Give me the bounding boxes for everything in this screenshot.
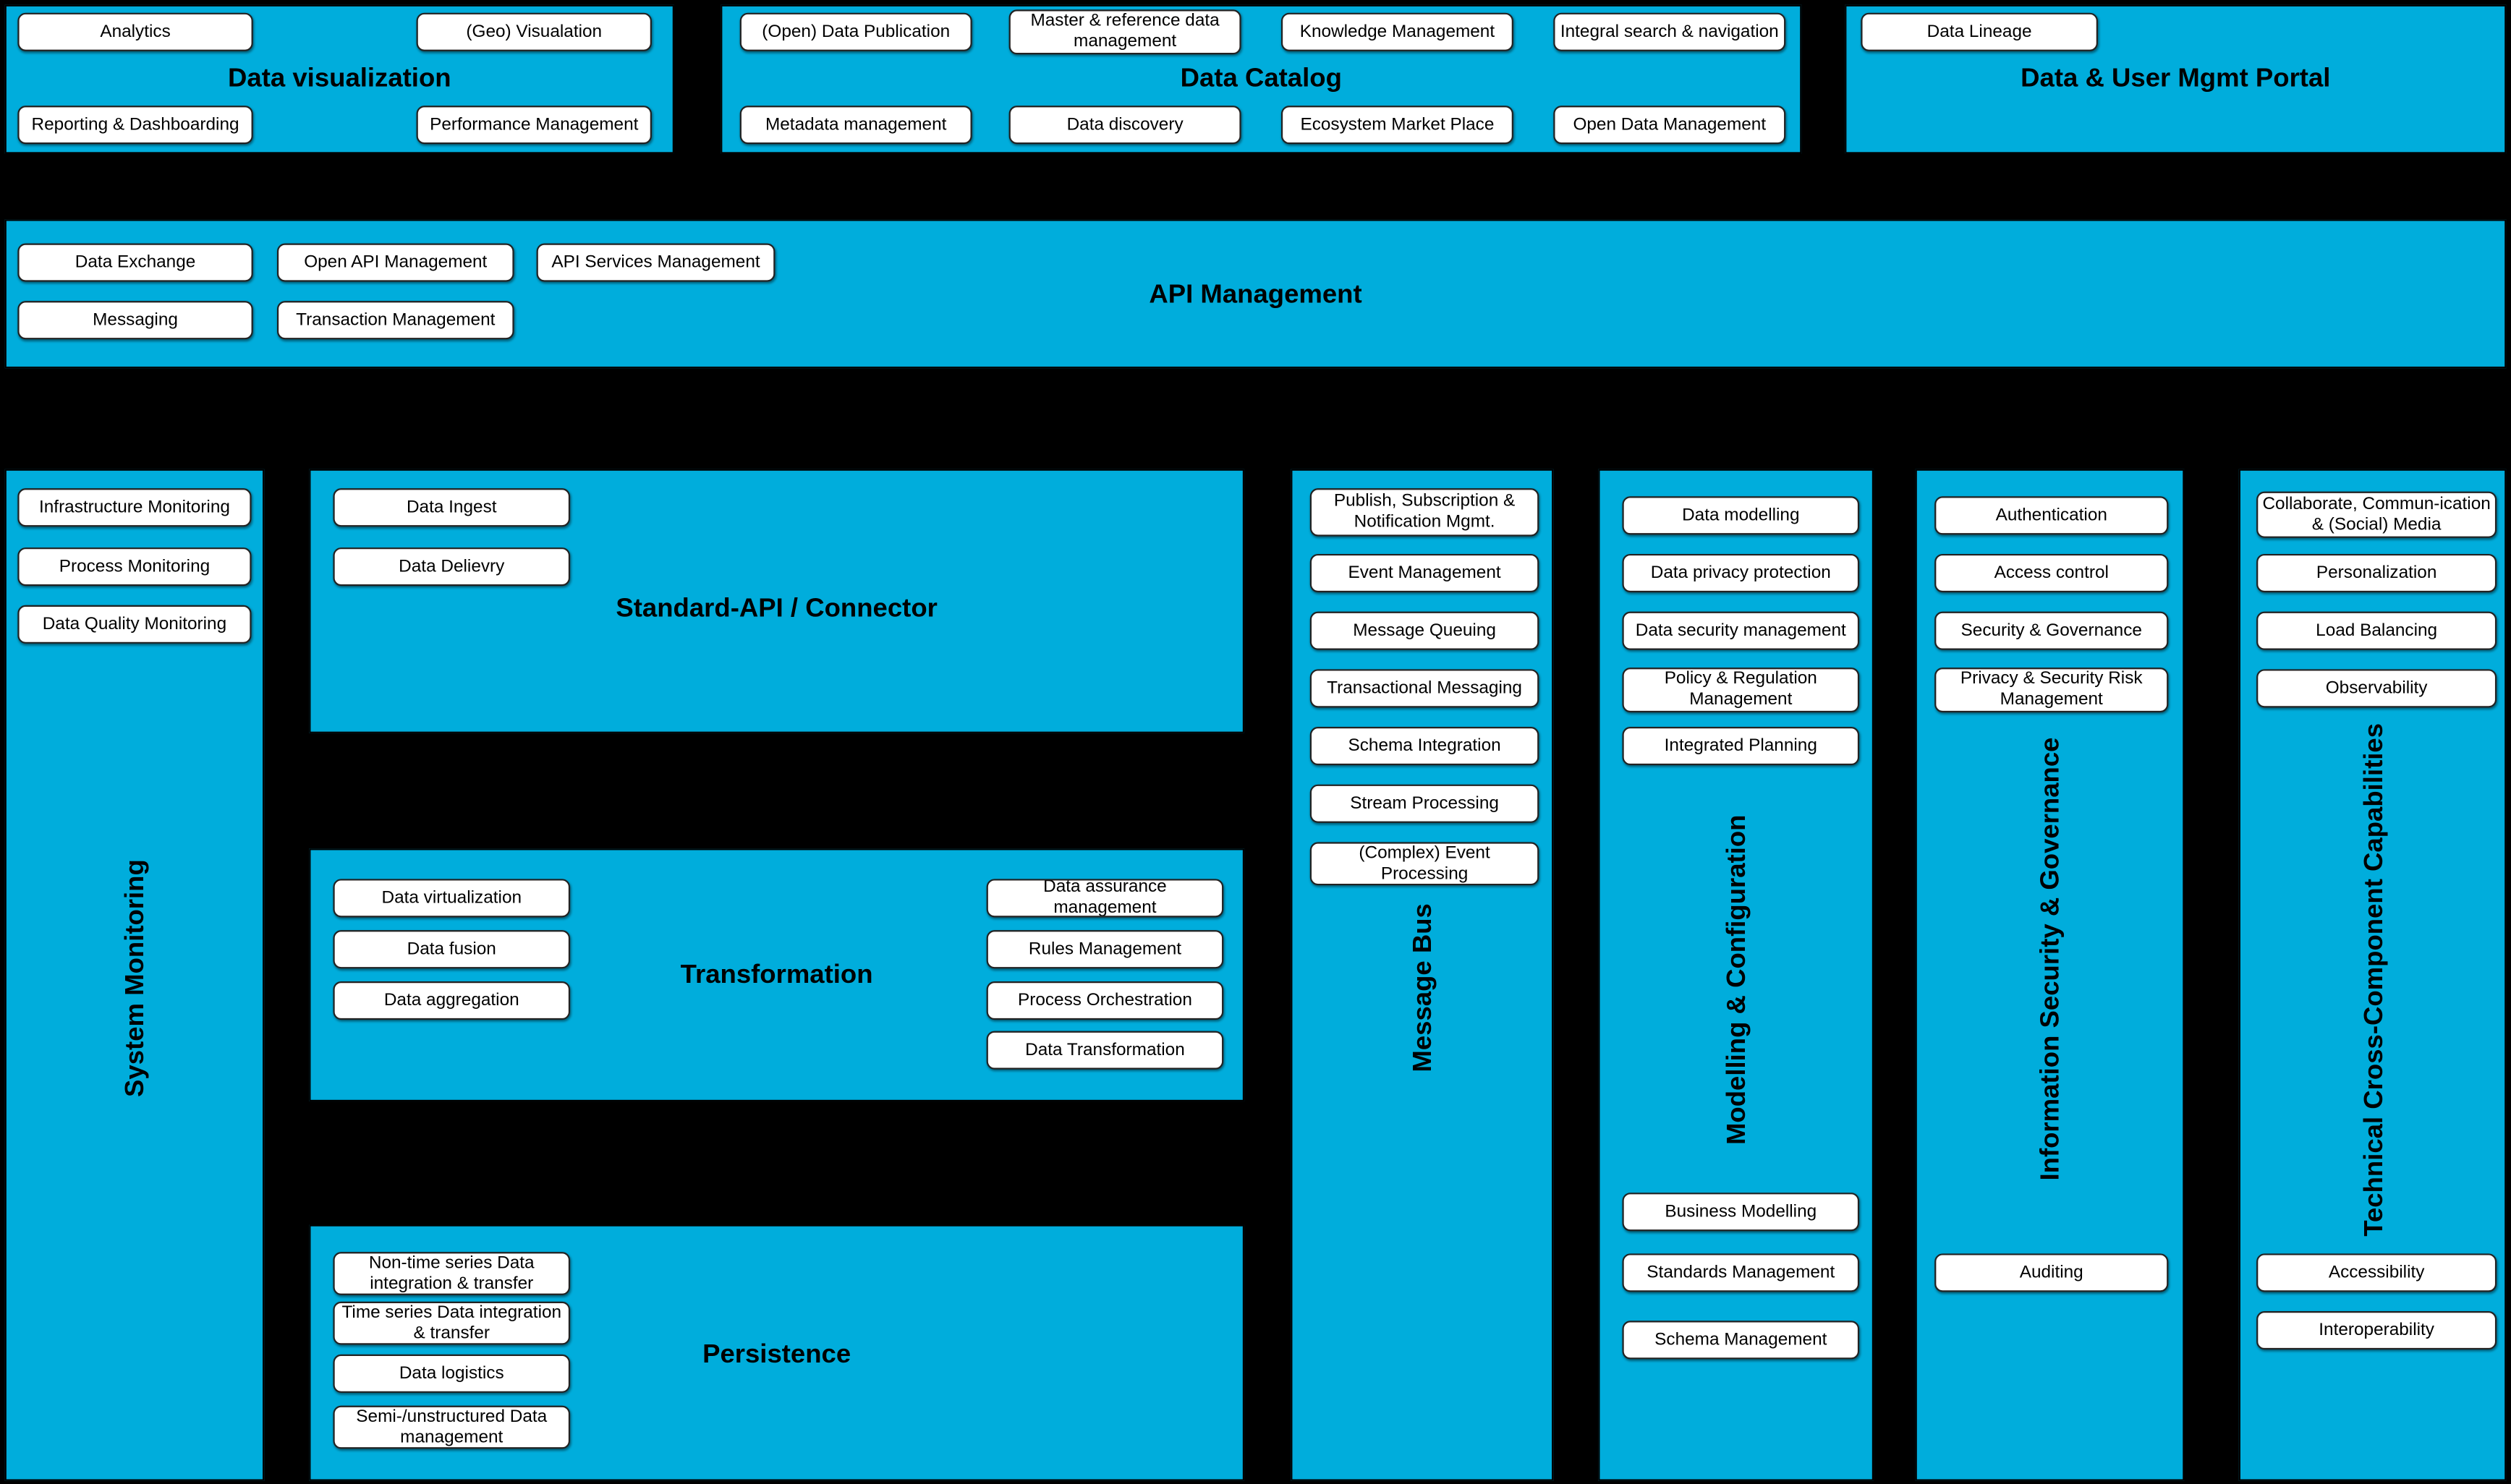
- box-data-security-management: Data security management: [1622, 611, 1860, 650]
- title-standard-api-connector: Standard-API / Connector: [616, 593, 938, 623]
- box-geo-visualation: (Geo) Visualation: [416, 12, 652, 51]
- box-schema-management: Schema Management: [1622, 1321, 1860, 1360]
- panel-modelling-configuration: Data modelling Data privacy protection D…: [1598, 469, 1874, 1481]
- title-data-visualization: Data visualization: [228, 63, 451, 93]
- box-data-quality-monitoring: Data Quality Monitoring: [17, 605, 252, 644]
- box-data-modelling: Data modelling: [1622, 496, 1860, 535]
- box-data-fusion: Data fusion: [333, 930, 571, 969]
- box-integral-search-navigation: Integral search & navigation: [1553, 12, 1786, 51]
- box-data-delievry: Data Delievry: [333, 547, 571, 587]
- box-personalization: Personalization: [2256, 553, 2497, 593]
- box-transaction-management: Transaction Management: [276, 301, 514, 340]
- panel-system-monitoring: Infrastructure Monitoring Process Monito…: [4, 469, 265, 1481]
- title-api-management: API Management: [1149, 279, 1362, 309]
- box-data-lineage: Data Lineage: [1861, 12, 2098, 51]
- panel-data-catalog: (Open) Data Publication Master & referen…: [721, 4, 1802, 154]
- box-stream-processing: Stream Processing: [1309, 784, 1539, 823]
- title-modelling-configuration: Modelling & Configuration: [1722, 814, 1751, 1146]
- title-technical-cross-component: Technical Cross-Component Capabilities: [2359, 722, 2389, 1237]
- box-master-reference-data: Master & reference data management: [1008, 9, 1241, 55]
- box-infrastructure-monitoring: Infrastructure Monitoring: [17, 488, 252, 527]
- box-auditing: Auditing: [1934, 1253, 2169, 1292]
- box-data-ingest: Data Ingest: [333, 488, 571, 527]
- box-open-data-management: Open Data Management: [1553, 106, 1786, 145]
- title-message-bus: Message Bus: [1408, 903, 1437, 1073]
- box-collaborate-communication: Collaborate, Commun-ication & (Social) M…: [2256, 491, 2497, 538]
- title-data-user-mgmt-portal: Data & User Mgmt Portal: [2021, 63, 2331, 93]
- box-data-assurance-management: Data assurance management: [986, 879, 1224, 918]
- title-system-monitoring: System Monitoring: [121, 859, 150, 1097]
- box-api-services-management: API Services Management: [536, 243, 776, 282]
- box-event-management: Event Management: [1309, 553, 1539, 593]
- box-access-control: Access control: [1934, 553, 2169, 593]
- box-data-transformation: Data Transformation: [986, 1031, 1224, 1070]
- box-policy-regulation-management: Policy & Regulation Management: [1622, 668, 1860, 713]
- box-load-balancing: Load Balancing: [2256, 611, 2497, 650]
- box-process-monitoring: Process Monitoring: [17, 547, 252, 587]
- box-standards-management: Standards Management: [1622, 1253, 1860, 1292]
- box-data-aggregation: Data aggregation: [333, 981, 571, 1020]
- panel-api-management: Data Exchange Open API Management API Se…: [4, 219, 2507, 369]
- box-interoperability: Interoperability: [2256, 1311, 2497, 1350]
- box-complex-event-processing: (Complex) Event Processing: [1309, 842, 1539, 886]
- box-process-orchestration: Process Orchestration: [986, 981, 1224, 1020]
- box-metadata-management: Metadata management: [739, 106, 972, 145]
- box-open-data-publication: (Open) Data Publication: [739, 12, 972, 51]
- box-data-virtualization: Data virtualization: [333, 879, 571, 918]
- box-ecosystem-market-place: Ecosystem Market Place: [1280, 106, 1513, 145]
- panel-message-bus: Publish, Subscription & Notification Mgm…: [1291, 469, 1554, 1481]
- panel-standard-api-connector: Data Ingest Data Delievry Standard-API /…: [309, 469, 1245, 733]
- box-privacy-security-risk: Privacy & Security Risk Management: [1934, 668, 2169, 713]
- box-data-logistics: Data logistics: [333, 1354, 571, 1393]
- box-message-queuing: Message Queuing: [1309, 611, 1539, 650]
- box-accessibility: Accessibility: [2256, 1253, 2497, 1292]
- box-schema-integration: Schema Integration: [1309, 727, 1539, 766]
- panel-technical-cross-component: Collaborate, Commun-ication & (Social) M…: [2238, 469, 2507, 1481]
- box-publish-subscription: Publish, Subscription & Notification Mgm…: [1309, 488, 1539, 537]
- box-rules-management: Rules Management: [986, 930, 1224, 969]
- title-transformation: Transformation: [680, 960, 873, 989]
- panel-information-security-governance: Authentication Access control Security &…: [1915, 469, 2185, 1481]
- box-open-api-management: Open API Management: [276, 243, 514, 282]
- box-transactional-messaging: Transactional Messaging: [1309, 669, 1539, 708]
- panel-data-visualization: Analytics (Geo) Visualation Data visuali…: [4, 4, 674, 154]
- title-data-catalog: Data Catalog: [1180, 63, 1342, 93]
- box-semi-unstructured: Semi-/unstructured Data management: [333, 1405, 571, 1449]
- box-analytics: Analytics: [17, 12, 253, 51]
- box-non-time-series: Non-time series Data integration & trans…: [333, 1252, 571, 1295]
- box-time-series: Time series Data integration & transfer: [333, 1301, 571, 1345]
- box-authentication: Authentication: [1934, 496, 2169, 535]
- box-data-exchange: Data Exchange: [17, 243, 253, 282]
- panel-persistence: Non-time series Data integration & trans…: [309, 1224, 1245, 1481]
- box-security-governance: Security & Governance: [1934, 611, 2169, 650]
- box-performance-management: Performance Management: [416, 106, 652, 145]
- box-data-discovery: Data discovery: [1008, 106, 1241, 145]
- box-reporting-dashboarding: Reporting & Dashboarding: [17, 106, 253, 145]
- box-knowledge-management: Knowledge Management: [1280, 12, 1513, 51]
- box-observability: Observability: [2256, 669, 2497, 708]
- box-integrated-planning: Integrated Planning: [1622, 727, 1860, 766]
- title-persistence: Persistence: [702, 1339, 851, 1368]
- title-information-security-governance: Information Security & Governance: [2036, 737, 2065, 1181]
- panel-transformation: Data virtualization Data fusion Data agg…: [309, 848, 1245, 1102]
- box-business-modelling: Business Modelling: [1622, 1193, 1860, 1232]
- panel-data-user-mgmt-portal: Data Lineage Data & User Mgmt Portal: [1845, 4, 2507, 154]
- box-data-privacy-protection: Data privacy protection: [1622, 553, 1860, 593]
- box-messaging: Messaging: [17, 301, 253, 340]
